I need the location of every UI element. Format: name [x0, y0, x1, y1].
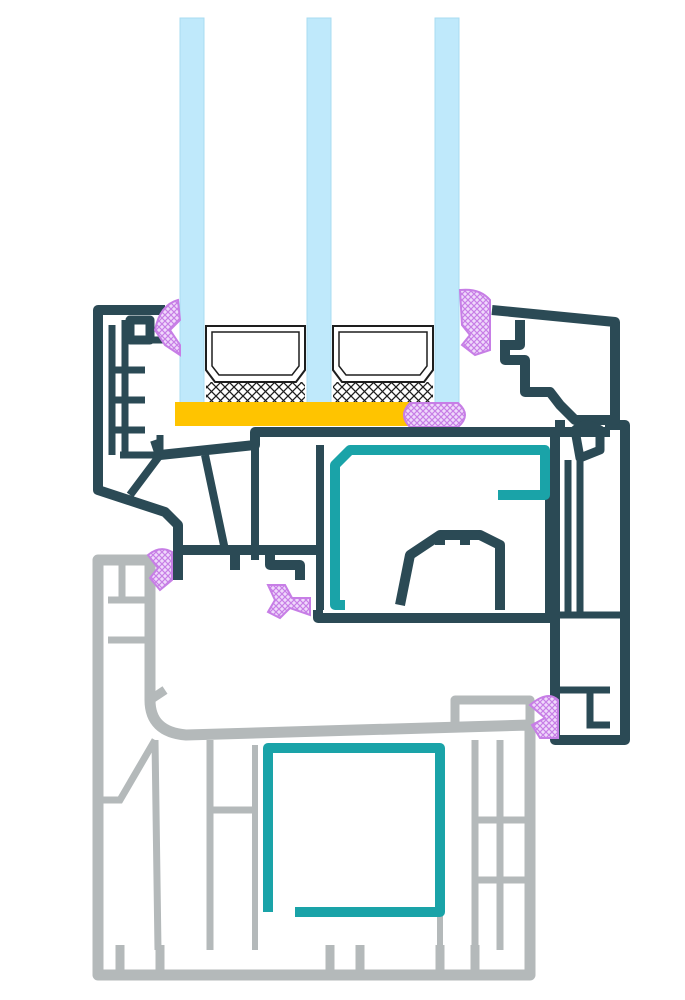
glass-pane-3 — [434, 17, 460, 409]
gasket-glazing-left — [153, 298, 182, 357]
sash-right-chambers — [555, 460, 625, 729]
frame-chamber-walls — [100, 738, 530, 951]
desiccant-right — [333, 382, 433, 404]
gasket-frame-right — [528, 695, 559, 739]
frame-reinforcement-steel — [263, 743, 445, 917]
gaskets — [146, 288, 559, 739]
glazing-seal-right — [403, 402, 466, 428]
spacer-right-inner — [338, 331, 428, 376]
glazing-unit — [179, 17, 460, 409]
desiccant-left — [206, 382, 305, 404]
spacer-bars — [205, 325, 434, 404]
gasket-sash-frame-left — [146, 548, 173, 592]
sash-bead-right — [491, 305, 620, 432]
sash-hook-right — [570, 420, 605, 463]
setting-block — [175, 402, 420, 426]
sash-right-upright — [550, 420, 630, 745]
spacer-left-inner — [211, 331, 300, 376]
sash-reinforcement-steel — [330, 445, 550, 610]
sash-bead-left — [125, 315, 155, 345]
frame-inner-wall-1 — [108, 560, 145, 644]
glass-pane-1 — [179, 17, 205, 409]
gasket-glazing-right — [458, 288, 491, 357]
sash-outer-left — [93, 305, 183, 560]
glass-pane-2 — [306, 17, 332, 409]
spacer-left — [205, 325, 306, 383]
sash-inner-chamber — [313, 450, 555, 623]
sash-lower-rail — [173, 545, 320, 580]
sash-mid-diagonals — [126, 445, 324, 610]
frame-outline — [92, 554, 536, 981]
frame-bead-hook — [147, 686, 535, 725]
sash-profile — [93, 305, 630, 745]
spacer-right — [332, 325, 434, 383]
sash-left-chambers — [108, 320, 165, 459]
frame-bottom-legs — [115, 945, 480, 975]
gasket-frame-inner — [266, 584, 311, 620]
frame-rebate — [252, 745, 443, 950]
